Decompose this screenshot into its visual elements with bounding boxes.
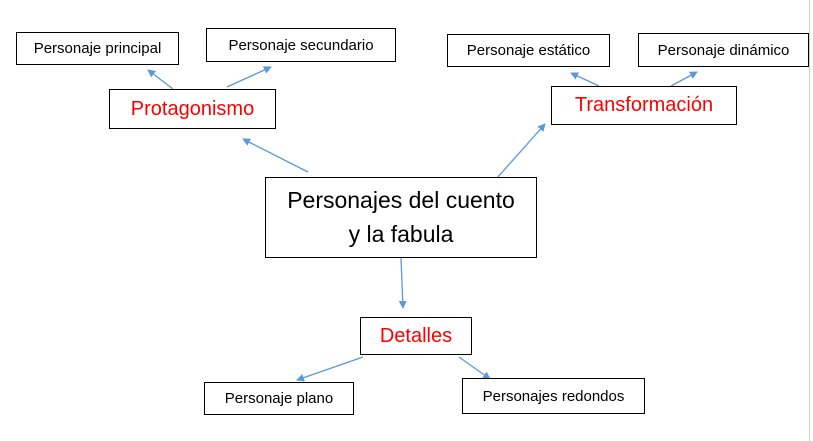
arrow-root-transformacion <box>496 123 546 179</box>
root-title-line1: Personajes del cuento <box>287 187 515 214</box>
arrow-protagonismo-principal <box>147 69 174 90</box>
root-title-line2: y la fabula <box>348 220 454 247</box>
personaje-plano-node: Personaje plano <box>204 382 354 415</box>
transformacion-node: Transformación <box>551 86 737 125</box>
arrow-detalles-plano <box>296 356 364 382</box>
personaje-estatico-node: Personaje estático <box>447 34 610 67</box>
root-node: Personajes del cuento y la fabula <box>265 177 537 258</box>
personajes-redondos-node: Personajes redondos <box>462 378 645 414</box>
arrow-root-detalles <box>398 257 407 309</box>
arrow-transformacion-dinamico <box>670 71 698 87</box>
arrow-transformacion-estatico <box>570 72 600 87</box>
personaje-principal-node: Personaje principal <box>16 32 179 65</box>
arrow-detalles-redondos <box>458 356 491 380</box>
arrow-protagonismo-secundario <box>226 66 272 88</box>
personaje-dinamico-node: Personaje dinámico <box>638 33 809 67</box>
detalles-node: Detalles <box>360 317 472 355</box>
protagonismo-node: Protagonismo <box>109 89 276 129</box>
page-edge <box>809 0 810 441</box>
arrow-root-protagonismo <box>242 138 309 173</box>
personaje-secundario-node: Personaje secundario <box>206 28 396 62</box>
